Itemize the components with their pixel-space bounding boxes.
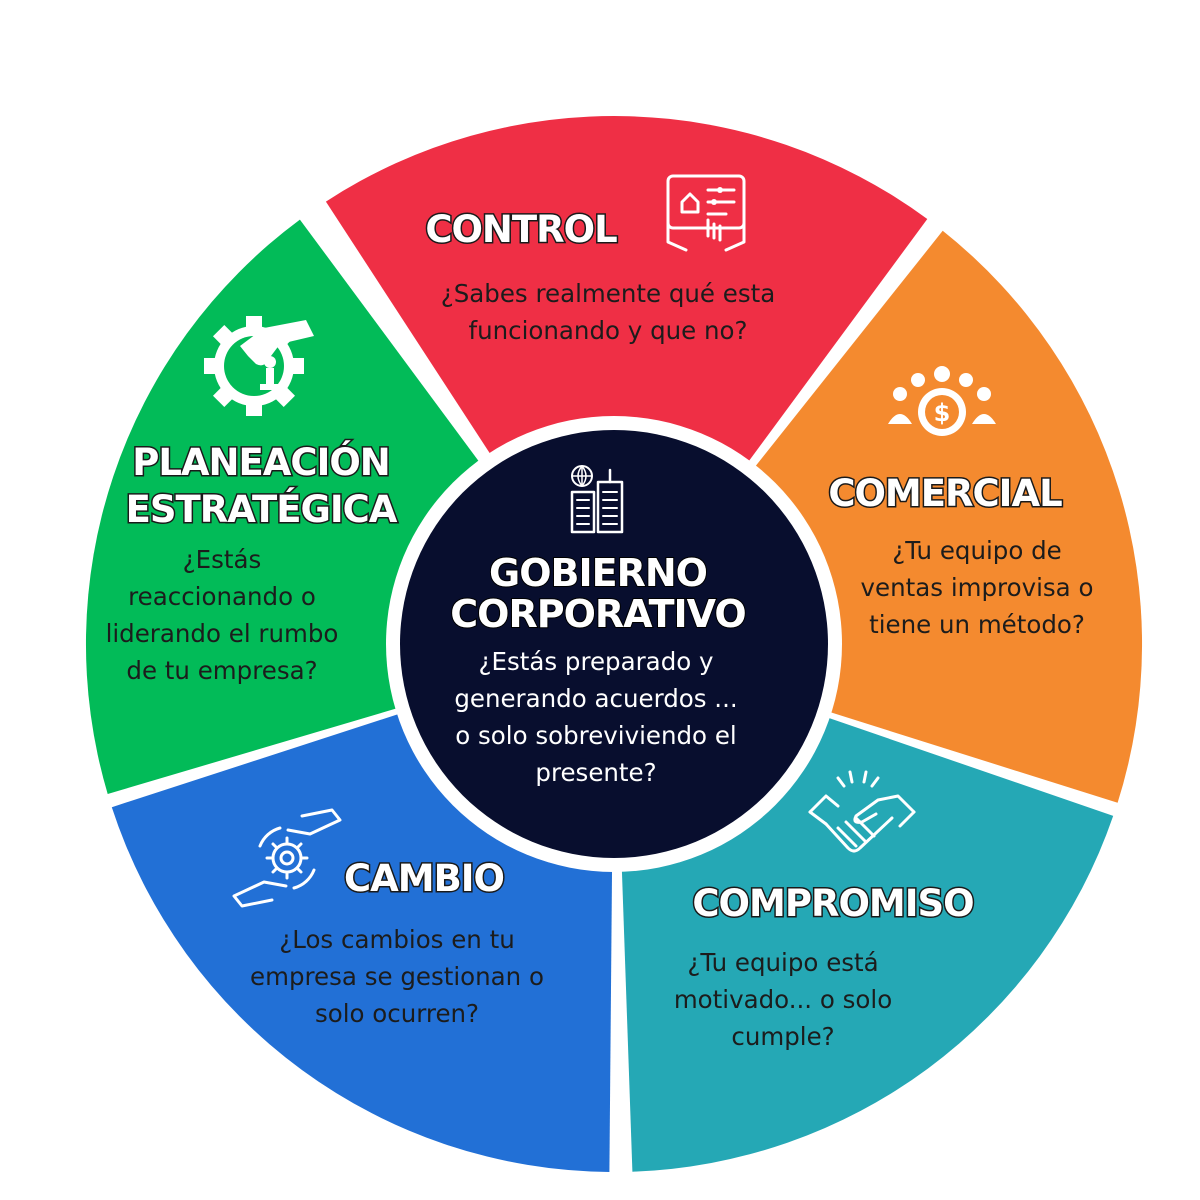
compromiso-question-line-1: ¿Tu equipo está: [687, 948, 878, 977]
comercial-title: COMERCIAL: [828, 472, 1062, 515]
center-title-line-1: GOBIERNO: [489, 551, 707, 595]
gear-hand-chess-icon: [204, 316, 314, 416]
compromiso-title: COMPROMISO: [692, 882, 973, 925]
comercial-question-line-2: ventas improvisa o: [861, 573, 1094, 602]
control-question-line-2: funcionando y que no?: [468, 316, 747, 345]
touch-screen-control-icon: [666, 174, 746, 252]
planeacion-question-line-4: de tu empresa?: [126, 656, 317, 685]
center-question-line-1: ¿Estás preparado y: [478, 647, 713, 676]
hands-gear-icon: [232, 808, 342, 908]
planeacion-question-line-1: ¿Estás: [183, 545, 262, 574]
cambio-question-line-1: ¿Los cambios en tu: [279, 925, 515, 954]
cambio-question-line-2: empresa se gestionan o: [250, 962, 544, 991]
team-money-icon: $: [888, 366, 996, 436]
compromiso-question-line-2: motivado... o solo: [674, 985, 892, 1014]
cambio-title: CAMBIO: [344, 857, 504, 900]
center-circle: [400, 430, 828, 858]
planeacion-question-line-2: reaccionando o: [128, 582, 316, 611]
center-title-line-2: CORPORATIVO: [450, 592, 745, 636]
center-question-line-2: generando acuerdos ...: [454, 684, 737, 713]
center-question-line-4: presente?: [535, 758, 656, 787]
control-question-line-1: ¿Sabes realmente qué esta: [441, 279, 776, 308]
comercial-question-line-3: tiene un método?: [869, 610, 1085, 639]
cambio-question-line-3: solo ocurren?: [315, 999, 479, 1028]
planeacion-title-line-2: ESTRATÉGICA: [126, 487, 398, 531]
comercial-question-line-1: ¿Tu equipo de: [892, 536, 1061, 565]
control-title: CONTROL: [425, 208, 617, 251]
compromiso-question-line-3: cumple?: [731, 1022, 834, 1051]
center-question-line-3: o solo sobreviviendo el: [455, 721, 736, 750]
handshake-icon: [808, 770, 916, 853]
planeacion-question-line-3: liderando el rumbo: [106, 619, 339, 648]
segment-control: [325, 116, 928, 644]
planeacion-title-line-1: PLANEACIÓN: [132, 440, 390, 484]
city-buildings-icon: [570, 465, 624, 534]
svg-text:$: $: [934, 399, 951, 427]
